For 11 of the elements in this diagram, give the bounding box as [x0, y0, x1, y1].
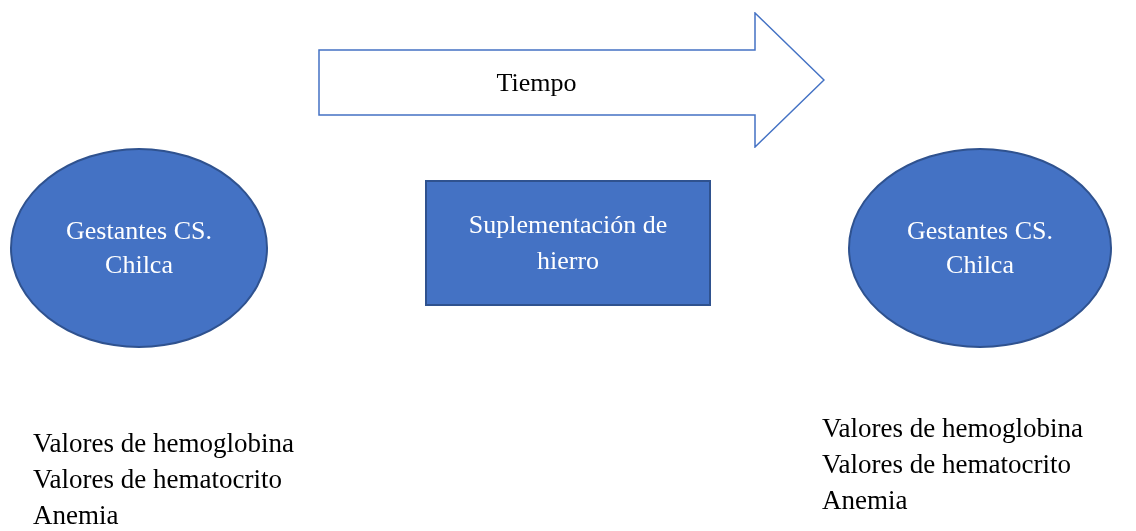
intervention-box — [425, 180, 711, 306]
outcome-text: Valores de hematocrito — [33, 463, 283, 496]
outcome-text: Valores de hematocrito — [822, 448, 1072, 481]
node-label: Gestantes CS. Chilca — [65, 215, 213, 281]
node-label: Suplementación de hierro — [467, 209, 669, 277]
outcome-text: Anemia — [822, 484, 909, 517]
arrow-label: Tiempo — [496, 67, 577, 99]
outcome-text: Valores de hemoglobina — [33, 427, 294, 460]
outcome-text: Valores de hemoglobina — [822, 412, 1083, 445]
node-label: Gestantes CS. Chilca — [906, 215, 1054, 281]
outcome-text: Anemia — [33, 499, 120, 531]
